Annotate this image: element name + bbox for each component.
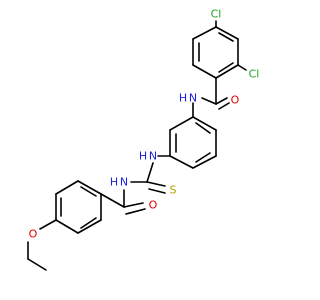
- bond-ch2-to-ch3: [27, 258, 47, 271]
- atom-h-amide1: H: [179, 92, 187, 105]
- phenylene-ring: [169, 102, 217, 169]
- atom-cl-right: Cl: [249, 68, 260, 81]
- atom-n-thio-acyl: N: [120, 176, 128, 189]
- bond-ring-to-cl-right: [237, 64, 247, 71]
- atom-n-amide1: N: [189, 92, 197, 105]
- molecule-drawing: Cl Cl O N H N H S N H O O: [27, 8, 260, 271]
- bond-ring-to-ether-o: [39, 219, 57, 230]
- bond-carbonyl2-c-o-double: [125, 208, 146, 215]
- atom-o-amide2: O: [149, 199, 158, 212]
- atom-cl-top: Cl: [211, 8, 222, 21]
- atom-o-ether: O: [29, 228, 38, 241]
- bond-carbonyl2-c-o: [123, 202, 144, 208]
- dichlorophenyl-ring: [192, 26, 239, 79]
- bond-thio-c-s: [146, 181, 166, 187]
- bond-nh-to-thio-c: [146, 162, 154, 183]
- atom-h-thio-acyl: H: [110, 176, 118, 189]
- bond-carbonyl1-c-o-double: [218, 102, 230, 110]
- bond-carbonyl2-to-ring: [100, 193, 125, 208]
- bond-carbonyl1-to-nh: [201, 97, 217, 105]
- bond-carbonyl1-c-o: [215, 97, 228, 105]
- bond-thio-c-s-double: [148, 188, 166, 194]
- ethoxyphenyl-ring: [55, 180, 102, 234]
- atom-h-thio-aryl: H: [139, 150, 147, 163]
- atom-o-amide1: O: [231, 94, 240, 107]
- atom-n-thio-aryl: N: [149, 150, 157, 163]
- structure-diagram: Cl Cl O N H N H S N H O O: [27, 8, 260, 271]
- atom-s-thione: S: [170, 184, 177, 197]
